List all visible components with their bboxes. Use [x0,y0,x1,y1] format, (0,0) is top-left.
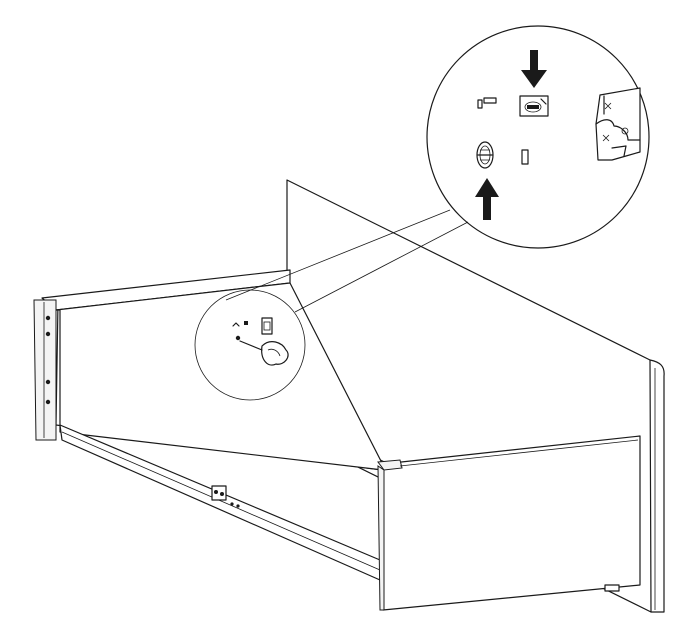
detail-leader-lines [225,209,469,313]
detail-source-circle [194,289,306,401]
right-front-panel [377,435,641,611]
dowel-icon [476,141,494,169]
dowel-icon [45,399,51,405]
arrow-up-icon [475,178,499,220]
dowel-icon [45,331,51,337]
cam-lock-icon [519,95,549,117]
detail-magnifier [426,25,650,249]
arrow-down-icon [521,50,547,88]
slot-marks [477,97,529,165]
dowel-icon [45,379,51,385]
dowel-icon [45,315,51,321]
left-side-panel [33,269,384,581]
cam-lock-fitting [595,87,641,161]
